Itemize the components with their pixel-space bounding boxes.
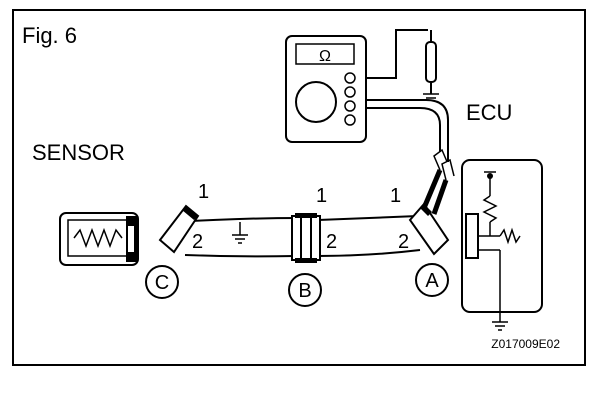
- probe-ground-icon: [423, 93, 439, 99]
- resistor-icon: [73, 227, 123, 249]
- figure-label: Fig. 6: [22, 23, 77, 48]
- multimeter: Ω: [285, 35, 367, 143]
- ecu-label: ECU: [466, 100, 512, 125]
- callout-b-label: B: [298, 280, 311, 302]
- pin-a-2: 2: [398, 231, 409, 253]
- callout-b: B: [288, 273, 322, 307]
- pin-a-1: 1: [390, 185, 401, 207]
- meter-display-symbol: Ω: [319, 48, 331, 65]
- figure-code: Z017009E02: [491, 337, 560, 351]
- callout-c-label: C: [155, 272, 169, 294]
- connector-a-body: [408, 148, 455, 256]
- callout-a-label: A: [425, 270, 439, 292]
- pin-b-2: 2: [326, 231, 337, 253]
- pin-c-2: 2: [192, 231, 203, 253]
- pin-c-1: 1: [198, 181, 209, 203]
- connector-b-body: [291, 213, 321, 263]
- meter-dial: [295, 81, 337, 123]
- ecu-box: [461, 159, 543, 331]
- pin-b-1: 1: [316, 185, 327, 207]
- connector-c-body: [158, 204, 200, 254]
- sensor-body: [59, 212, 139, 266]
- callout-c: C: [145, 265, 179, 299]
- probe-leads: [356, 29, 449, 162]
- callout-a: A: [415, 263, 449, 297]
- ground-icon: [232, 222, 248, 244]
- meter-display: [295, 43, 355, 65]
- sensor-label: SENSOR: [32, 140, 125, 165]
- ecu-ground-icon: [492, 321, 508, 331]
